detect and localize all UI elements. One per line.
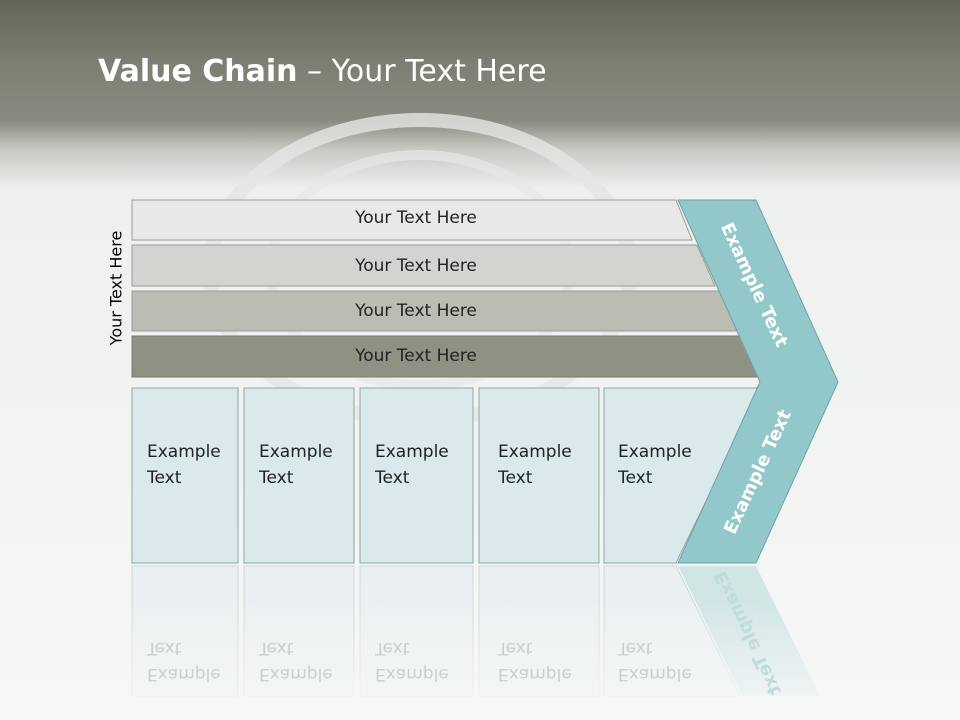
title-bold: Value Chain <box>98 54 298 89</box>
primary-cell-5-label: Example Text <box>618 442 692 488</box>
reflection-text-5: Example Text <box>618 638 692 684</box>
primary-cell-4-label: Example Text <box>498 442 572 488</box>
reflection-text-4: Example Text <box>498 638 572 684</box>
reflection-text-1: Example Text <box>147 638 221 684</box>
primary-cell-2 <box>243 387 355 564</box>
support-row-3-label: Your Text Here <box>355 301 477 321</box>
primary-cell-4 <box>478 387 600 564</box>
reflection-area: Example Text Example Text Example Text E… <box>0 565 960 720</box>
margin-chevron <box>677 199 839 564</box>
title-rest: – Your Text Here <box>297 54 547 89</box>
reflection-chevron-text: Example Text <box>710 567 786 699</box>
support-row-2-label: Your Text Here <box>355 256 477 276</box>
reflection-text-3: Example Text <box>375 638 449 684</box>
support-row-1-label: Your Text Here <box>355 208 477 228</box>
primary-cell-2-label: Example Text <box>259 442 333 488</box>
support-row-2 <box>131 244 716 287</box>
primary-cell-1 <box>131 387 239 564</box>
support-row-1 <box>131 199 693 241</box>
support-row-4-label: Your Text Here <box>355 346 477 366</box>
reflection-text-2: Example Text <box>259 638 333 684</box>
primary-cell-3-label: Example Text <box>375 442 449 488</box>
primary-cell-3 <box>359 387 474 564</box>
page-title: Value Chain – Your Text Here <box>98 54 547 89</box>
primary-cell-1-label: Example Text <box>147 442 221 488</box>
primary-cell-5 <box>603 387 762 564</box>
